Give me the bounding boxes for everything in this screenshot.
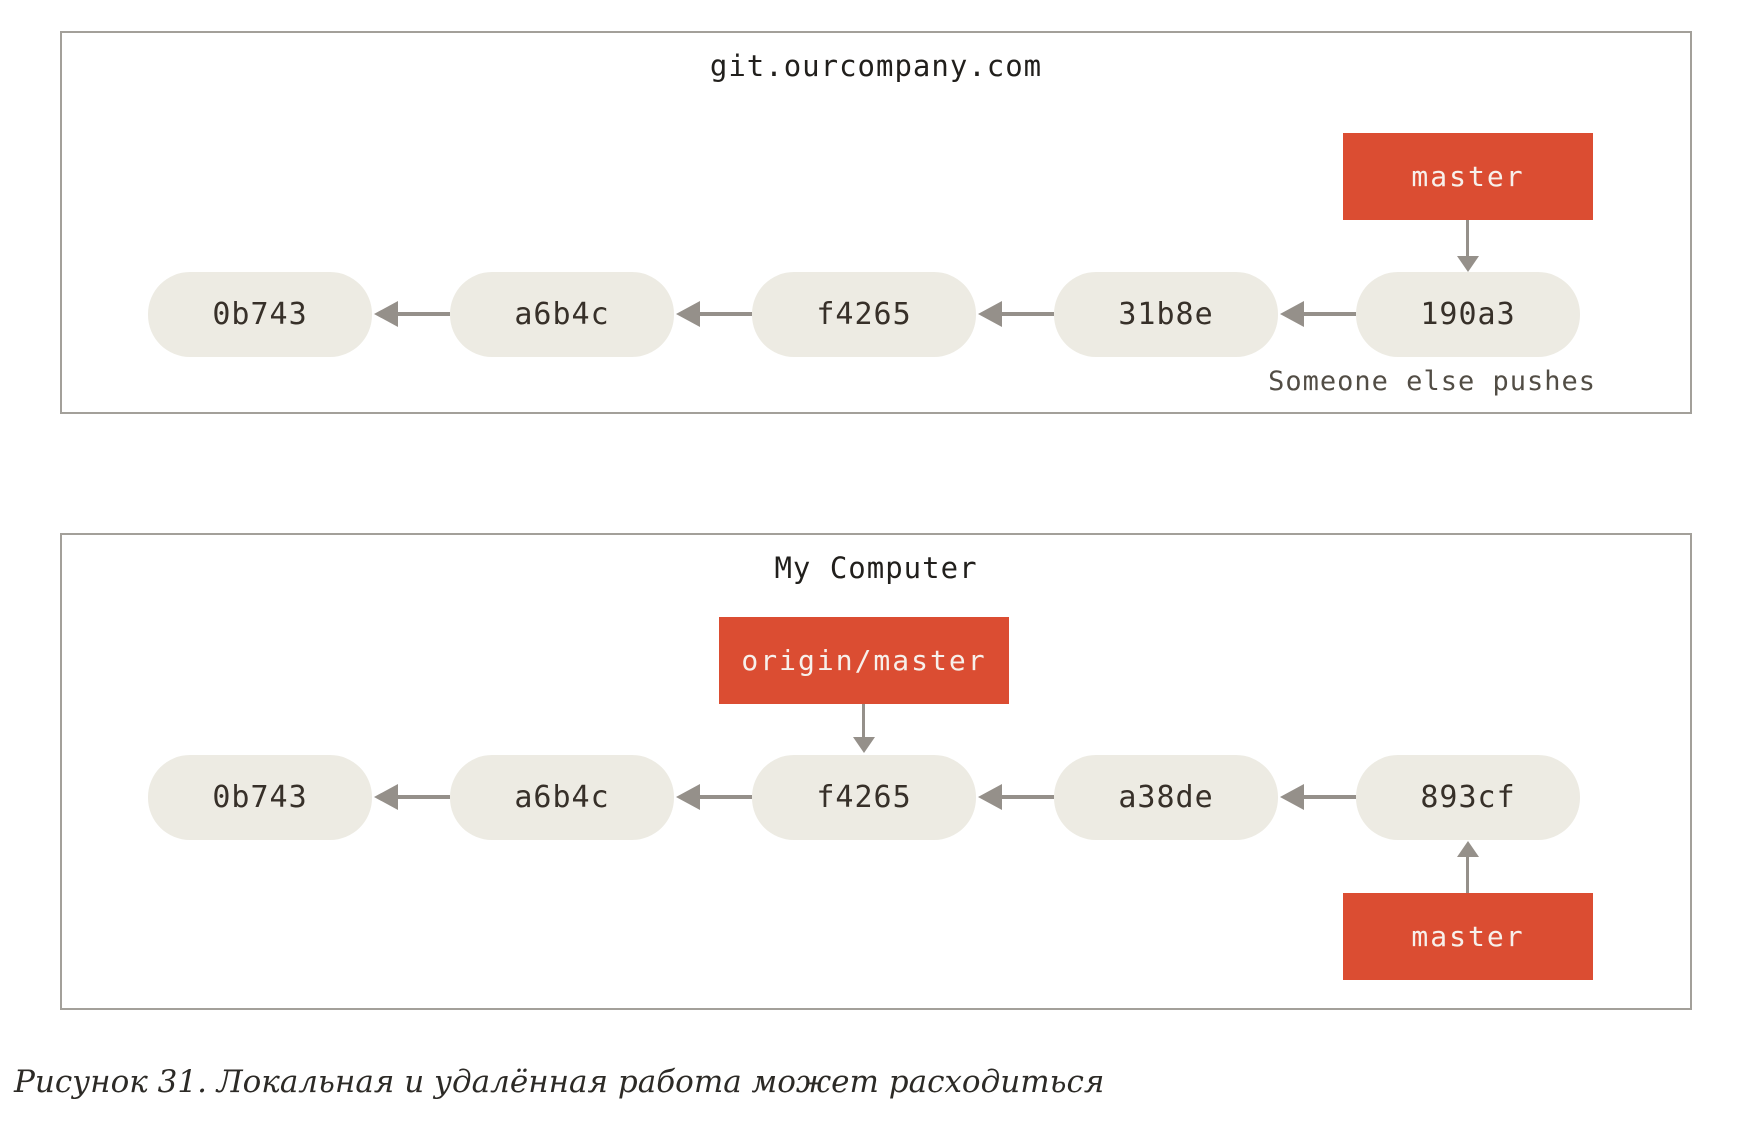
commit-hash: 31b8e <box>1118 297 1214 332</box>
remote-master-ref-label: master <box>1411 160 1525 193</box>
remote-commit-f4265: f4265 <box>752 272 976 357</box>
commit-parent-arrow-left-icon <box>1280 301 1356 327</box>
commit-parent-arrow-left-icon <box>978 301 1054 327</box>
remote-repo-title: git.ourcompany.com <box>709 49 1043 83</box>
remote-master-arrow-down-icon <box>1457 220 1479 272</box>
commit-parent-arrow-left-icon <box>676 784 752 810</box>
commit-hash: f4265 <box>816 297 912 332</box>
local-master-ref-label: master <box>1411 920 1525 953</box>
local-commit-a38de: a38de <box>1054 755 1278 840</box>
commit-hash: a6b4c <box>514 780 610 815</box>
commit-hash: a38de <box>1118 780 1214 815</box>
remote-commit-0b743: 0b743 <box>148 272 372 357</box>
remote-commit-190a3: 190a3 <box>1356 272 1580 357</box>
local-commit-f4265: f4265 <box>752 755 976 840</box>
remote-commit-a6b4c: a6b4c <box>450 272 674 357</box>
commit-parent-arrow-left-icon <box>1280 784 1356 810</box>
figure-caption: Рисунок 31. Локальная и удалённая работа… <box>14 1064 1105 1100</box>
local-commit-0b743: 0b743 <box>148 755 372 840</box>
local-commit-a6b4c: a6b4c <box>450 755 674 840</box>
commit-hash: 0b743 <box>212 780 308 815</box>
commit-parent-arrow-left-icon <box>978 784 1054 810</box>
local-master-ref-box: master <box>1343 893 1593 980</box>
local-master-arrow-up-icon <box>1457 841 1479 893</box>
commit-hash: a6b4c <box>514 297 610 332</box>
remote-master-ref-box: master <box>1343 133 1593 220</box>
local-repo-title: My Computer <box>774 551 978 585</box>
origin-master-ref-label: origin/master <box>741 644 987 677</box>
someone-else-pushes-note: Someone else pushes <box>1268 366 1596 397</box>
commit-parent-arrow-left-icon <box>374 784 450 810</box>
commit-parent-arrow-left-icon <box>374 301 450 327</box>
commit-hash: f4265 <box>816 780 912 815</box>
commit-hash: 190a3 <box>1420 297 1516 332</box>
commit-parent-arrow-left-icon <box>676 301 752 327</box>
origin-master-arrow-down-icon <box>853 704 875 753</box>
commit-hash: 0b743 <box>212 297 308 332</box>
local-commit-893cf: 893cf <box>1356 755 1580 840</box>
remote-commit-31b8e: 31b8e <box>1054 272 1278 357</box>
origin-master-ref-box: origin/master <box>719 617 1009 704</box>
commit-hash: 893cf <box>1420 780 1516 815</box>
